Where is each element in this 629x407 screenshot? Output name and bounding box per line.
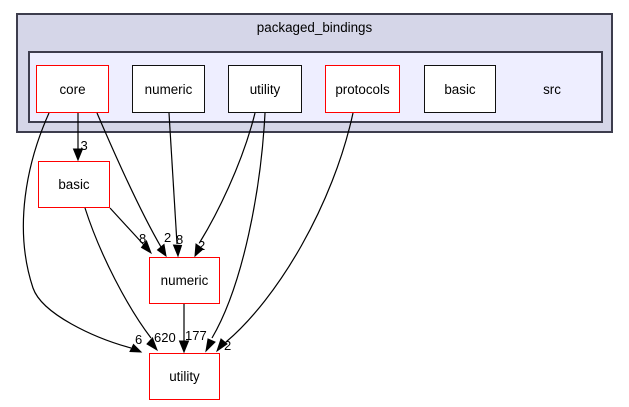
edge-src-utility-to-numeric: 2 [194,112,256,258]
node-src-numeric[interactable]: numeric [132,65,205,113]
node-label: utility [169,369,200,384]
edge-label: 2 [198,238,205,253]
edge-numeric-to-utility: 177 [178,304,207,354]
node-label: basic [444,81,476,97]
node-src-basic[interactable]: basic [424,65,496,113]
cluster-src [28,51,603,123]
arrowhead [129,343,143,353]
arrowhead [146,337,158,352]
node-src-utility[interactable]: utility [228,65,302,113]
node-label: numeric [144,81,193,97]
edge-label: 177 [185,328,207,343]
node-label: protocols [335,81,390,97]
arrowhead [205,338,216,353]
cluster-src-label[interactable]: src [543,81,561,97]
edge-label: 3 [81,138,88,153]
node-label: numeric [160,273,209,288]
node-utility[interactable]: utility [149,353,220,400]
node-label: basic [58,177,90,192]
arrowhead [156,243,167,258]
edge-core-to-utility: 6 [22,112,143,353]
arrowhead [178,340,190,354]
edge-label: 2 [224,338,231,353]
edge-basic-to-numeric: 8 [109,207,152,255]
arrowhead [72,148,84,162]
node-basic[interactable]: basic [38,161,110,208]
edge-label: 8 [139,231,146,246]
edge-label: 6 [135,332,142,347]
node-numeric[interactable]: numeric [149,257,220,304]
node-src-protocols[interactable]: protocols [325,65,400,113]
node-label: core [59,81,86,97]
node-label: utility [249,81,281,97]
cluster-packaged-bindings-label[interactable]: packaged_bindings [256,20,373,35]
edge-label: 2 [164,230,171,245]
arrowhead [216,338,228,353]
arrowhead [194,243,204,258]
arrowhead [172,244,183,258]
arrowhead [140,239,152,255]
edge-src-numeric-to-numeric: 8 [168,112,183,258]
node-src-core[interactable]: core [36,65,109,113]
edge-protocols-to-utility: 2 [216,112,354,353]
edge-src-utility-to-utility [205,112,266,353]
edge-label: 620 [154,330,176,345]
edge-label: 8 [176,232,183,247]
